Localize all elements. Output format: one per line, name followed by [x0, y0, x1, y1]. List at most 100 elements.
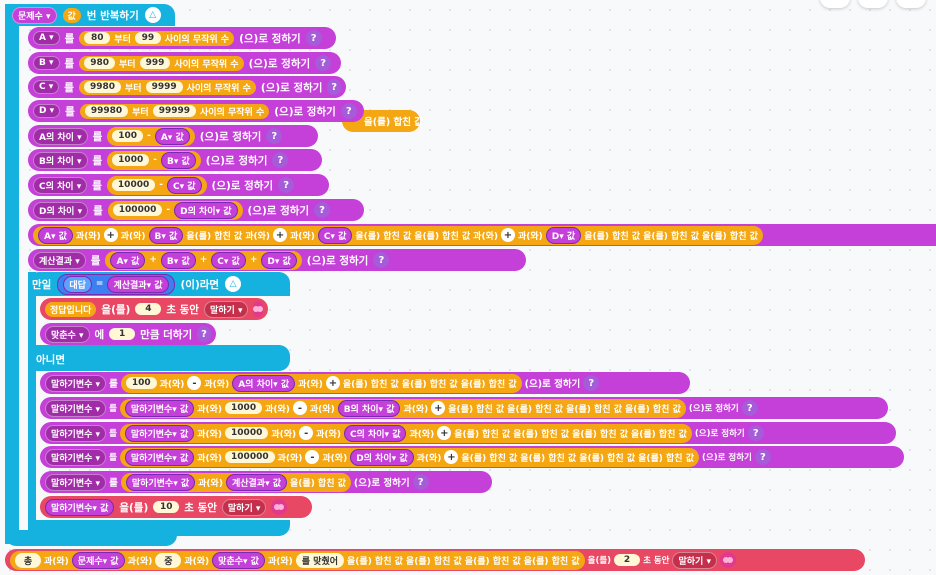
number-input[interactable]: 100000 [225, 451, 275, 463]
var-D-dropdown[interactable]: D [33, 104, 61, 118]
var-C-value-block[interactable]: C▾ 값 [166, 176, 202, 194]
var-speech-dropdown[interactable]: 말하기변수 [45, 374, 107, 392]
zoom-reset-button[interactable] [858, 0, 888, 8]
var-A-value-block[interactable]: A▾ 값 [154, 127, 190, 145]
var-correct-value-block[interactable]: 맞춘수▾ 값 [212, 551, 265, 569]
var-A-dropdown[interactable]: A [33, 31, 60, 45]
sum-block[interactable]: A▾ 값+ B▾ 값+ C▾ 값+ D▾ 값 [105, 250, 302, 270]
var-Ddiff-value-block[interactable]: D의 차이▾ 값 [350, 448, 414, 466]
random-to-input[interactable]: 99999 [152, 105, 196, 117]
var-C-value-block[interactable]: C▾ 값 [317, 226, 353, 244]
var-C-dropdown[interactable]: C [33, 80, 60, 94]
zoom-out-button[interactable] [820, 0, 850, 8]
var-speech-dropdown[interactable]: 말하기변수 [45, 424, 107, 442]
seconds-input[interactable]: 10 [153, 501, 180, 513]
text-total[interactable]: 총 [15, 552, 41, 568]
var-Ddiff-value-block[interactable]: D의 차이▾ 값 [174, 201, 238, 219]
number-input[interactable]: 10000 [111, 179, 156, 191]
random-from-input[interactable]: 9980 [83, 81, 121, 93]
set-result-block[interactable]: 계산결과를 A▾ 값+ B▾ 값+ C▾ 값+ D▾ 값 (으)로 정하기? [28, 249, 526, 271]
help-icon[interactable]: ? [266, 128, 283, 144]
text-matched[interactable]: 를 맞췄어 [295, 552, 345, 568]
subtract-block[interactable]: 100- A▾ 값 [107, 126, 195, 146]
var-speech-value-block[interactable]: 말하기변수▾ 값 [124, 424, 195, 442]
var-result-dropdown[interactable]: 계산결과 [33, 251, 86, 269]
help-icon[interactable]: ? [197, 326, 211, 342]
help-icon[interactable]: ? [412, 474, 429, 490]
var-A-value-block[interactable]: A▾ 값 [38, 226, 73, 244]
var-speech-value-block[interactable]: 말하기변수▾ 값 [125, 473, 196, 491]
var-qcount-value-block[interactable]: 문제수▾ 값 [71, 551, 125, 569]
subtract-block[interactable]: 10000- C▾ 값 [106, 175, 207, 195]
random-from-input[interactable]: 99980 [84, 105, 129, 117]
answer-block[interactable]: 대답 [63, 275, 92, 293]
help-icon[interactable]: ? [373, 252, 390, 268]
random-from-input[interactable]: 80 [84, 32, 111, 44]
help-icon[interactable]: ? [278, 177, 295, 193]
set-Adiff-block[interactable]: A의 차이를 100- A▾ 값 (으)로 정하기? [28, 125, 318, 147]
say-type-dropdown[interactable]: 말하기 [672, 551, 717, 569]
number-input[interactable]: 10000 [225, 427, 269, 439]
help-icon[interactable]: ? [314, 202, 331, 218]
help-icon[interactable]: ? [315, 55, 332, 71]
random-to-input[interactable]: 99 [134, 32, 161, 44]
say-type-dropdown[interactable]: 말하기 [203, 300, 249, 318]
text-mid[interactable]: 중 [155, 552, 182, 568]
seconds-input[interactable]: 4 [135, 303, 162, 315]
var-speech-value-block[interactable]: 말하기변수▾ 값 [45, 498, 115, 516]
subtract-block[interactable]: 100000- D의 차이▾ 값 [107, 200, 243, 220]
equals-condition[interactable]: 대답= 계산결과▾ 값 [57, 273, 175, 295]
var-speech-dropdown[interactable]: 말하기변수 [45, 399, 107, 417]
var-D-value-block[interactable]: D▾ 값 [261, 251, 297, 269]
set-Bdiff-block[interactable]: B의 차이를 1000- B▾ 값 (으)로 정하기? [28, 149, 322, 171]
help-icon[interactable]: ? [327, 79, 341, 95]
message-text-block[interactable]: 정답입니다 [45, 301, 97, 317]
set-Cdiff-block[interactable]: C의 차이를 10000- C▾ 값 (으)로 정하기? [28, 174, 329, 196]
seconds-input[interactable]: 2 [614, 554, 641, 566]
say-type-dropdown[interactable]: 말하기 [221, 498, 267, 516]
var-B-dropdown[interactable]: B [33, 56, 60, 70]
help-icon[interactable]: ? [747, 425, 764, 441]
var-Bdiff-value-block[interactable]: B의 차이▾ 값 [337, 399, 401, 417]
var-result-value-block[interactable]: 계산결과▾ 값 [225, 473, 288, 491]
var-Cdiff-dropdown[interactable]: C의 차이 [33, 176, 88, 194]
help-icon[interactable]: ? [305, 30, 322, 46]
var-D-value-block[interactable]: D▾ 값 [545, 226, 582, 244]
set-speech-row-5[interactable]: 말하기변수를 말하기변수▾ 값과(와) 계산결과▾ 값을(를) 합친 값 (으)… [40, 471, 492, 493]
var-speech-dropdown[interactable]: 말하기변수 [45, 448, 107, 466]
help-icon[interactable]: ? [272, 152, 289, 168]
var-speech-value-block[interactable]: 말하기변수▾ 값 [124, 399, 195, 417]
help-icon[interactable]: ? [583, 375, 600, 391]
number-input[interactable]: 1000 [225, 402, 263, 414]
var-B-value-block[interactable]: B▾ 값 [160, 151, 196, 169]
help-icon[interactable]: ? [340, 103, 357, 119]
var-qcount-dropdown[interactable]: 문제수 [12, 6, 57, 24]
repeat-header[interactable]: 문제수 값 번 반복하기 △ [12, 4, 161, 26]
var-Ddiff-dropdown[interactable]: D의 차이 [33, 201, 89, 219]
increment-input[interactable]: 1 [109, 328, 136, 340]
help-icon[interactable]: ? [741, 400, 758, 416]
random-from-input[interactable]: 980 [84, 57, 115, 69]
var-result-value-block[interactable]: 계산결과▾ 값 [107, 275, 169, 293]
if-header[interactable]: 만일 대답= 계산결과▾ 값 (이)라면 △ [32, 273, 242, 295]
var-Adiff-value-block[interactable]: A의 차이▾ 값 [232, 374, 296, 392]
